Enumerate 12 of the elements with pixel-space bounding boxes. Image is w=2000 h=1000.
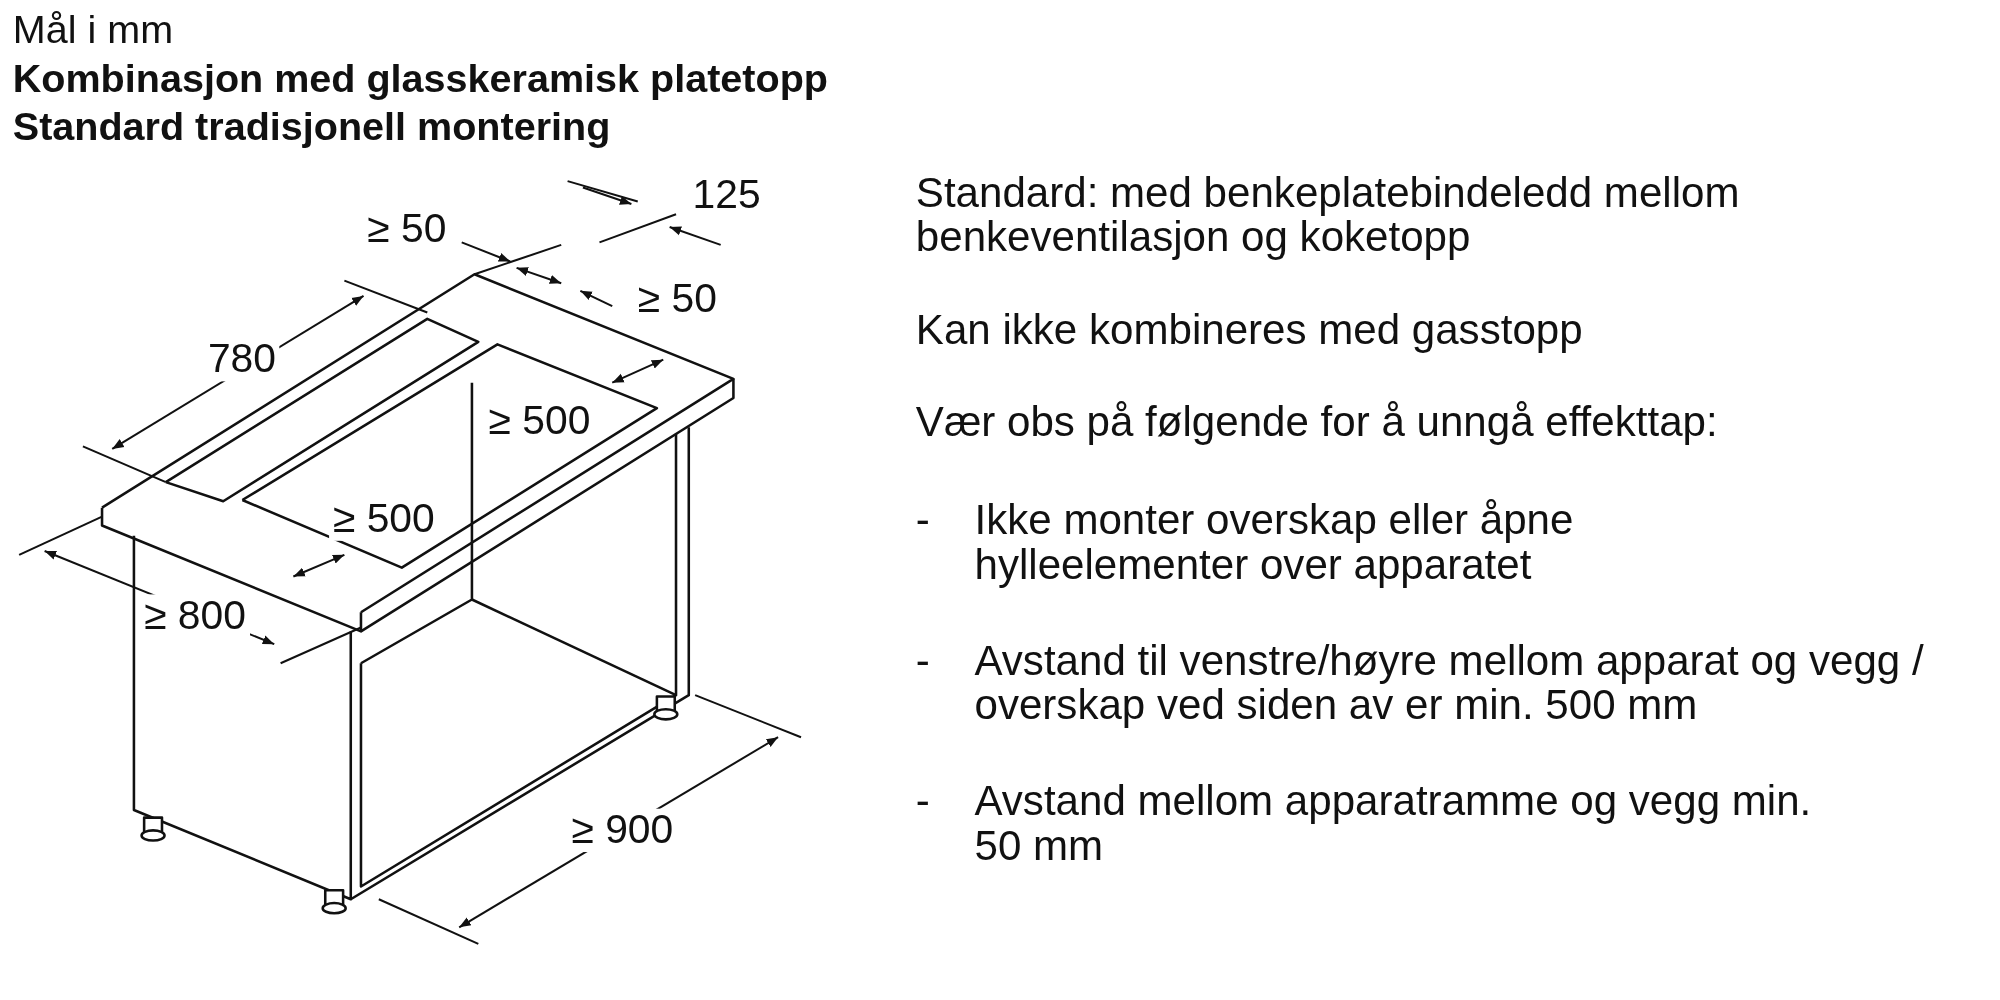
bullet-dash: - — [915, 497, 931, 543]
bullet-dash: - — [915, 637, 931, 683]
list-item: Ikke monter overskap eller åpne hylleelementer over apparatet — [974, 497, 1575, 587]
units-note: Mål i mm — [12, 10, 174, 52]
subheading: Standard tradisjonell montering — [12, 107, 611, 149]
paragraph: Kan ikke kombineres med gasstopp — [915, 307, 1584, 353]
paragraph: Vær obs på følgende for å unngå effekttap: — [915, 399, 1719, 444]
paragraph: Standard: med benkeplatebindeledd mellom benkeventilasjon og koketopp — [915, 169, 1741, 259]
bullet-dash: - — [915, 778, 931, 823]
list-item: Avstand mellom apparatramme og vegg min. 50 mm — [974, 778, 1813, 868]
list-item: Avstand til venstre/høyre mellom apparat og vegg / overskap ved siden av er min. 500 mm — [974, 637, 1925, 728]
heading: Kombinasjon med glasskeramisk platetopp — [12, 58, 828, 101]
